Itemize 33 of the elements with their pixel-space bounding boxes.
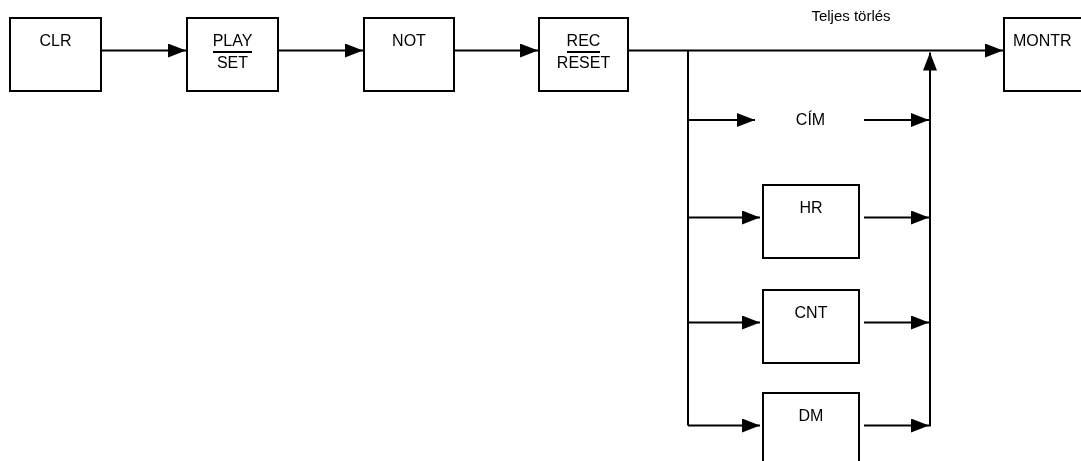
process-box [762, 184, 860, 259]
process-box [762, 289, 860, 364]
arrow [101, 43, 187, 58]
box-label: CNT [794, 303, 828, 323]
process-box [363, 17, 455, 92]
arrow [278, 43, 364, 58]
connector-line [687, 49, 689, 427]
process-box [9, 17, 102, 92]
box-label: MONTR [1013, 31, 1072, 51]
arrow [923, 51, 937, 428]
box-label: SET [216, 53, 249, 73]
arrow [628, 43, 1004, 58]
process-box [538, 17, 629, 92]
arrow [687, 315, 761, 330]
box-label: PLAY [212, 31, 253, 53]
arrow [863, 315, 930, 330]
box-label: REC [566, 31, 601, 53]
arrow [863, 210, 930, 225]
arrow [687, 418, 761, 433]
box-label: DM [798, 406, 824, 426]
arrow [863, 418, 930, 433]
arrow [454, 43, 539, 58]
arrow [863, 113, 930, 127]
arrow [687, 210, 761, 225]
process-box [1003, 17, 1081, 92]
box-label: CLR [39, 31, 72, 51]
arrow [687, 113, 756, 127]
box-label: HR [799, 198, 823, 218]
box-label: NOT [392, 31, 426, 51]
process-box [186, 17, 279, 92]
node-label: CÍM [757, 100, 864, 140]
box-label: RESET [556, 53, 611, 73]
process-box [762, 392, 860, 461]
